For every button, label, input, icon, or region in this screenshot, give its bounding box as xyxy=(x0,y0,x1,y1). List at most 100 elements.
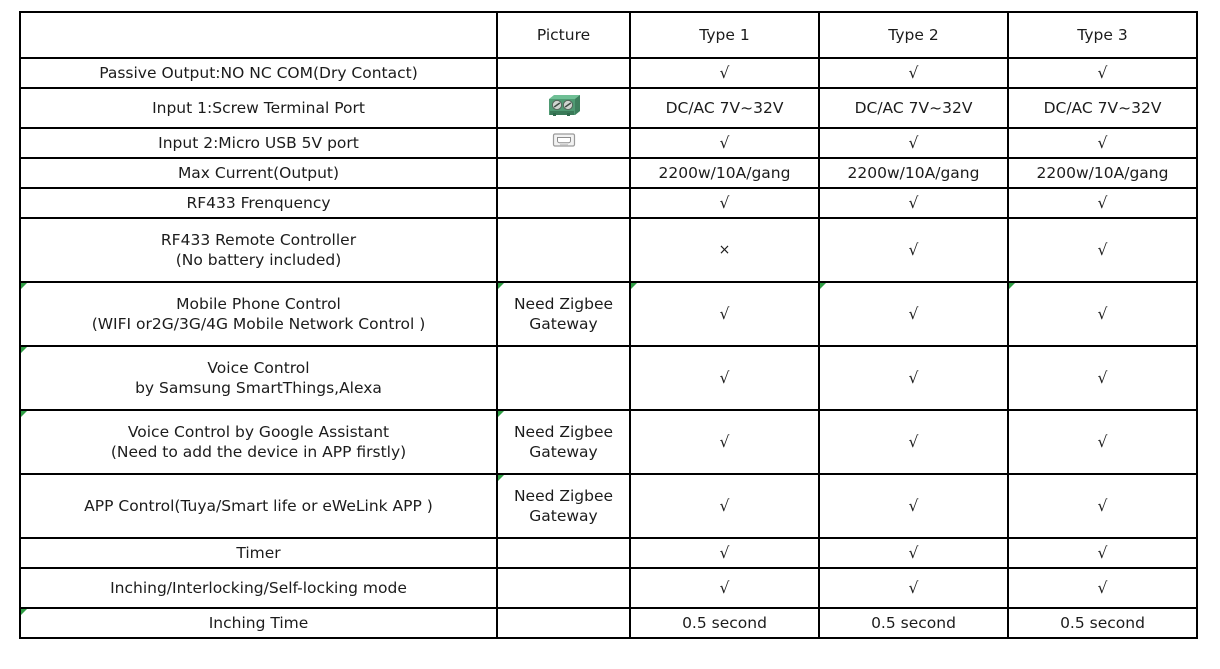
picture-note-line2: Gateway xyxy=(529,315,598,333)
picture-cell xyxy=(496,187,631,219)
type3-value: √ xyxy=(1007,281,1198,347)
picture-note-line2: Gateway xyxy=(529,443,598,461)
picture-cell xyxy=(496,127,631,159)
feature-label: Passive Output:NO NC COM(Dry Contact) xyxy=(99,63,418,82)
picture-cell xyxy=(496,537,631,569)
type2-value: √ xyxy=(818,473,1009,539)
feature-sublabel: (WIFI or2G/3G/4G Mobile Network Control … xyxy=(91,315,426,333)
feature-label: Input 2:Micro USB 5V port xyxy=(158,133,359,152)
table-row: APP Control(Tuya/Smart life or eWeLink A… xyxy=(19,473,1198,539)
type2-value: √ xyxy=(818,345,1009,411)
picture-cell xyxy=(496,87,631,129)
type2-value: √ xyxy=(818,57,1009,89)
header-type-3: Type 3 xyxy=(1007,11,1198,59)
type1-value: 0.5 second xyxy=(629,607,820,639)
table-row: Timer √ √ √ xyxy=(19,537,1198,569)
feature-label: Mobile Phone Control xyxy=(176,294,341,313)
feature-label: Voice Control xyxy=(207,358,310,377)
picture-cell xyxy=(496,607,631,639)
feature-cell: Input 2:Micro USB 5V port xyxy=(19,127,498,159)
feature-label: RF433 Frenquency xyxy=(186,193,331,212)
picture-note-line1: Need Zigbee xyxy=(513,422,614,441)
feature-cell: Passive Output:NO NC COM(Dry Contact) xyxy=(19,57,498,89)
table-row: Voice Control by Google Assistant (Need … xyxy=(19,409,1198,475)
table-row: RF433 Remote Controller (No battery incl… xyxy=(19,217,1198,283)
feature-label: RF433 Remote Controller xyxy=(160,230,357,249)
type1-value: 2200w/10A/gang xyxy=(629,157,820,189)
type2-value: √ xyxy=(818,409,1009,475)
type3-value: √ xyxy=(1007,473,1198,539)
picture-cell xyxy=(496,217,631,283)
header-type-1: Type 1 xyxy=(629,11,820,59)
table-row: Mobile Phone Control (WIFI or2G/3G/4G Mo… xyxy=(19,281,1198,347)
table-body: Passive Output:NO NC COM(Dry Contact) √ … xyxy=(19,57,1198,639)
feature-cell: Timer xyxy=(19,537,498,569)
type3-value: √ xyxy=(1007,537,1198,569)
table-row: Voice Control by Samsung SmartThings,Ale… xyxy=(19,345,1198,411)
type2-value: √ xyxy=(818,127,1009,159)
type1-value: √ xyxy=(629,127,820,159)
type1-value: × xyxy=(629,217,820,283)
type3-value: 0.5 second xyxy=(1007,607,1198,639)
type3-value: √ xyxy=(1007,345,1198,411)
table-header-row: Picture Type 1 Type 2 Type 3 xyxy=(19,11,1198,59)
table-row: Input 2:Micro USB 5V port √ √ √ xyxy=(19,127,1198,159)
type2-value: 2200w/10A/gang xyxy=(818,157,1009,189)
table-row: Input 1:Screw Terminal Port xyxy=(19,87,1198,129)
feature-label: Timer xyxy=(236,543,281,562)
type3-value: √ xyxy=(1007,127,1198,159)
type1-value: DC/AC 7V~32V xyxy=(629,87,820,129)
picture-note-line1: Need Zigbee xyxy=(513,294,614,313)
feature-cell: Inching Time xyxy=(19,607,498,639)
feature-cell: Voice Control by Samsung SmartThings,Ale… xyxy=(19,345,498,411)
feature-label: Inching Time xyxy=(208,613,309,632)
type3-value: √ xyxy=(1007,567,1198,609)
feature-cell: RF433 Remote Controller (No battery incl… xyxy=(19,217,498,283)
picture-cell xyxy=(496,57,631,89)
type3-value: DC/AC 7V~32V xyxy=(1007,87,1198,129)
header-type-2: Type 2 xyxy=(818,11,1009,59)
feature-cell: Voice Control by Google Assistant (Need … xyxy=(19,409,498,475)
type1-value: √ xyxy=(629,187,820,219)
feature-label: APP Control(Tuya/Smart life or eWeLink A… xyxy=(84,496,433,515)
type2-value: √ xyxy=(818,217,1009,283)
type3-value: √ xyxy=(1007,187,1198,219)
type1-value: √ xyxy=(629,537,820,569)
picture-note-line1: Need Zigbee xyxy=(513,486,614,505)
type2-value: 0.5 second xyxy=(818,607,1009,639)
type1-value: √ xyxy=(629,473,820,539)
feature-cell: Input 1:Screw Terminal Port xyxy=(19,87,498,129)
micro-usb-icon xyxy=(552,132,576,148)
picture-cell xyxy=(496,157,631,189)
feature-label: Input 1:Screw Terminal Port xyxy=(152,98,365,117)
type3-value: 2200w/10A/gang xyxy=(1007,157,1198,189)
type3-value: √ xyxy=(1007,217,1198,283)
type2-value: √ xyxy=(818,567,1009,609)
picture-cell: Need Zigbee Gateway xyxy=(496,409,631,475)
type1-value: √ xyxy=(629,57,820,89)
table-row: Max Current(Output) 2200w/10A/gang 2200w… xyxy=(19,157,1198,189)
feature-cell: Mobile Phone Control (WIFI or2G/3G/4G Mo… xyxy=(19,281,498,347)
type1-value: √ xyxy=(629,567,820,609)
feature-sublabel: by Samsung SmartThings,Alexa xyxy=(135,379,382,397)
type3-value: √ xyxy=(1007,57,1198,89)
product-comparison-table: Picture Type 1 Type 2 Type 3 Passive Out… xyxy=(19,11,1198,639)
picture-note-line2: Gateway xyxy=(529,507,598,525)
table-row: Passive Output:NO NC COM(Dry Contact) √ … xyxy=(19,57,1198,89)
header-feature xyxy=(19,11,498,59)
type1-value: √ xyxy=(629,345,820,411)
table-row: Inching/Interlocking/Self-locking mode √… xyxy=(19,567,1198,609)
type2-value: √ xyxy=(818,281,1009,347)
feature-cell: APP Control(Tuya/Smart life or eWeLink A… xyxy=(19,473,498,539)
feature-label: Max Current(Output) xyxy=(177,163,340,182)
type2-value: DC/AC 7V~32V xyxy=(818,87,1009,129)
type2-value: √ xyxy=(818,187,1009,219)
feature-sublabel: (Need to add the device in APP firstly) xyxy=(110,443,407,461)
type1-value: √ xyxy=(629,281,820,347)
picture-cell: Need Zigbee Gateway xyxy=(496,281,631,347)
header-picture: Picture xyxy=(496,11,631,59)
feature-label: Voice Control by Google Assistant xyxy=(127,422,390,441)
feature-sublabel: (No battery included) xyxy=(175,251,342,269)
table-row: Inching Time 0.5 second 0.5 second 0.5 s… xyxy=(19,607,1198,639)
